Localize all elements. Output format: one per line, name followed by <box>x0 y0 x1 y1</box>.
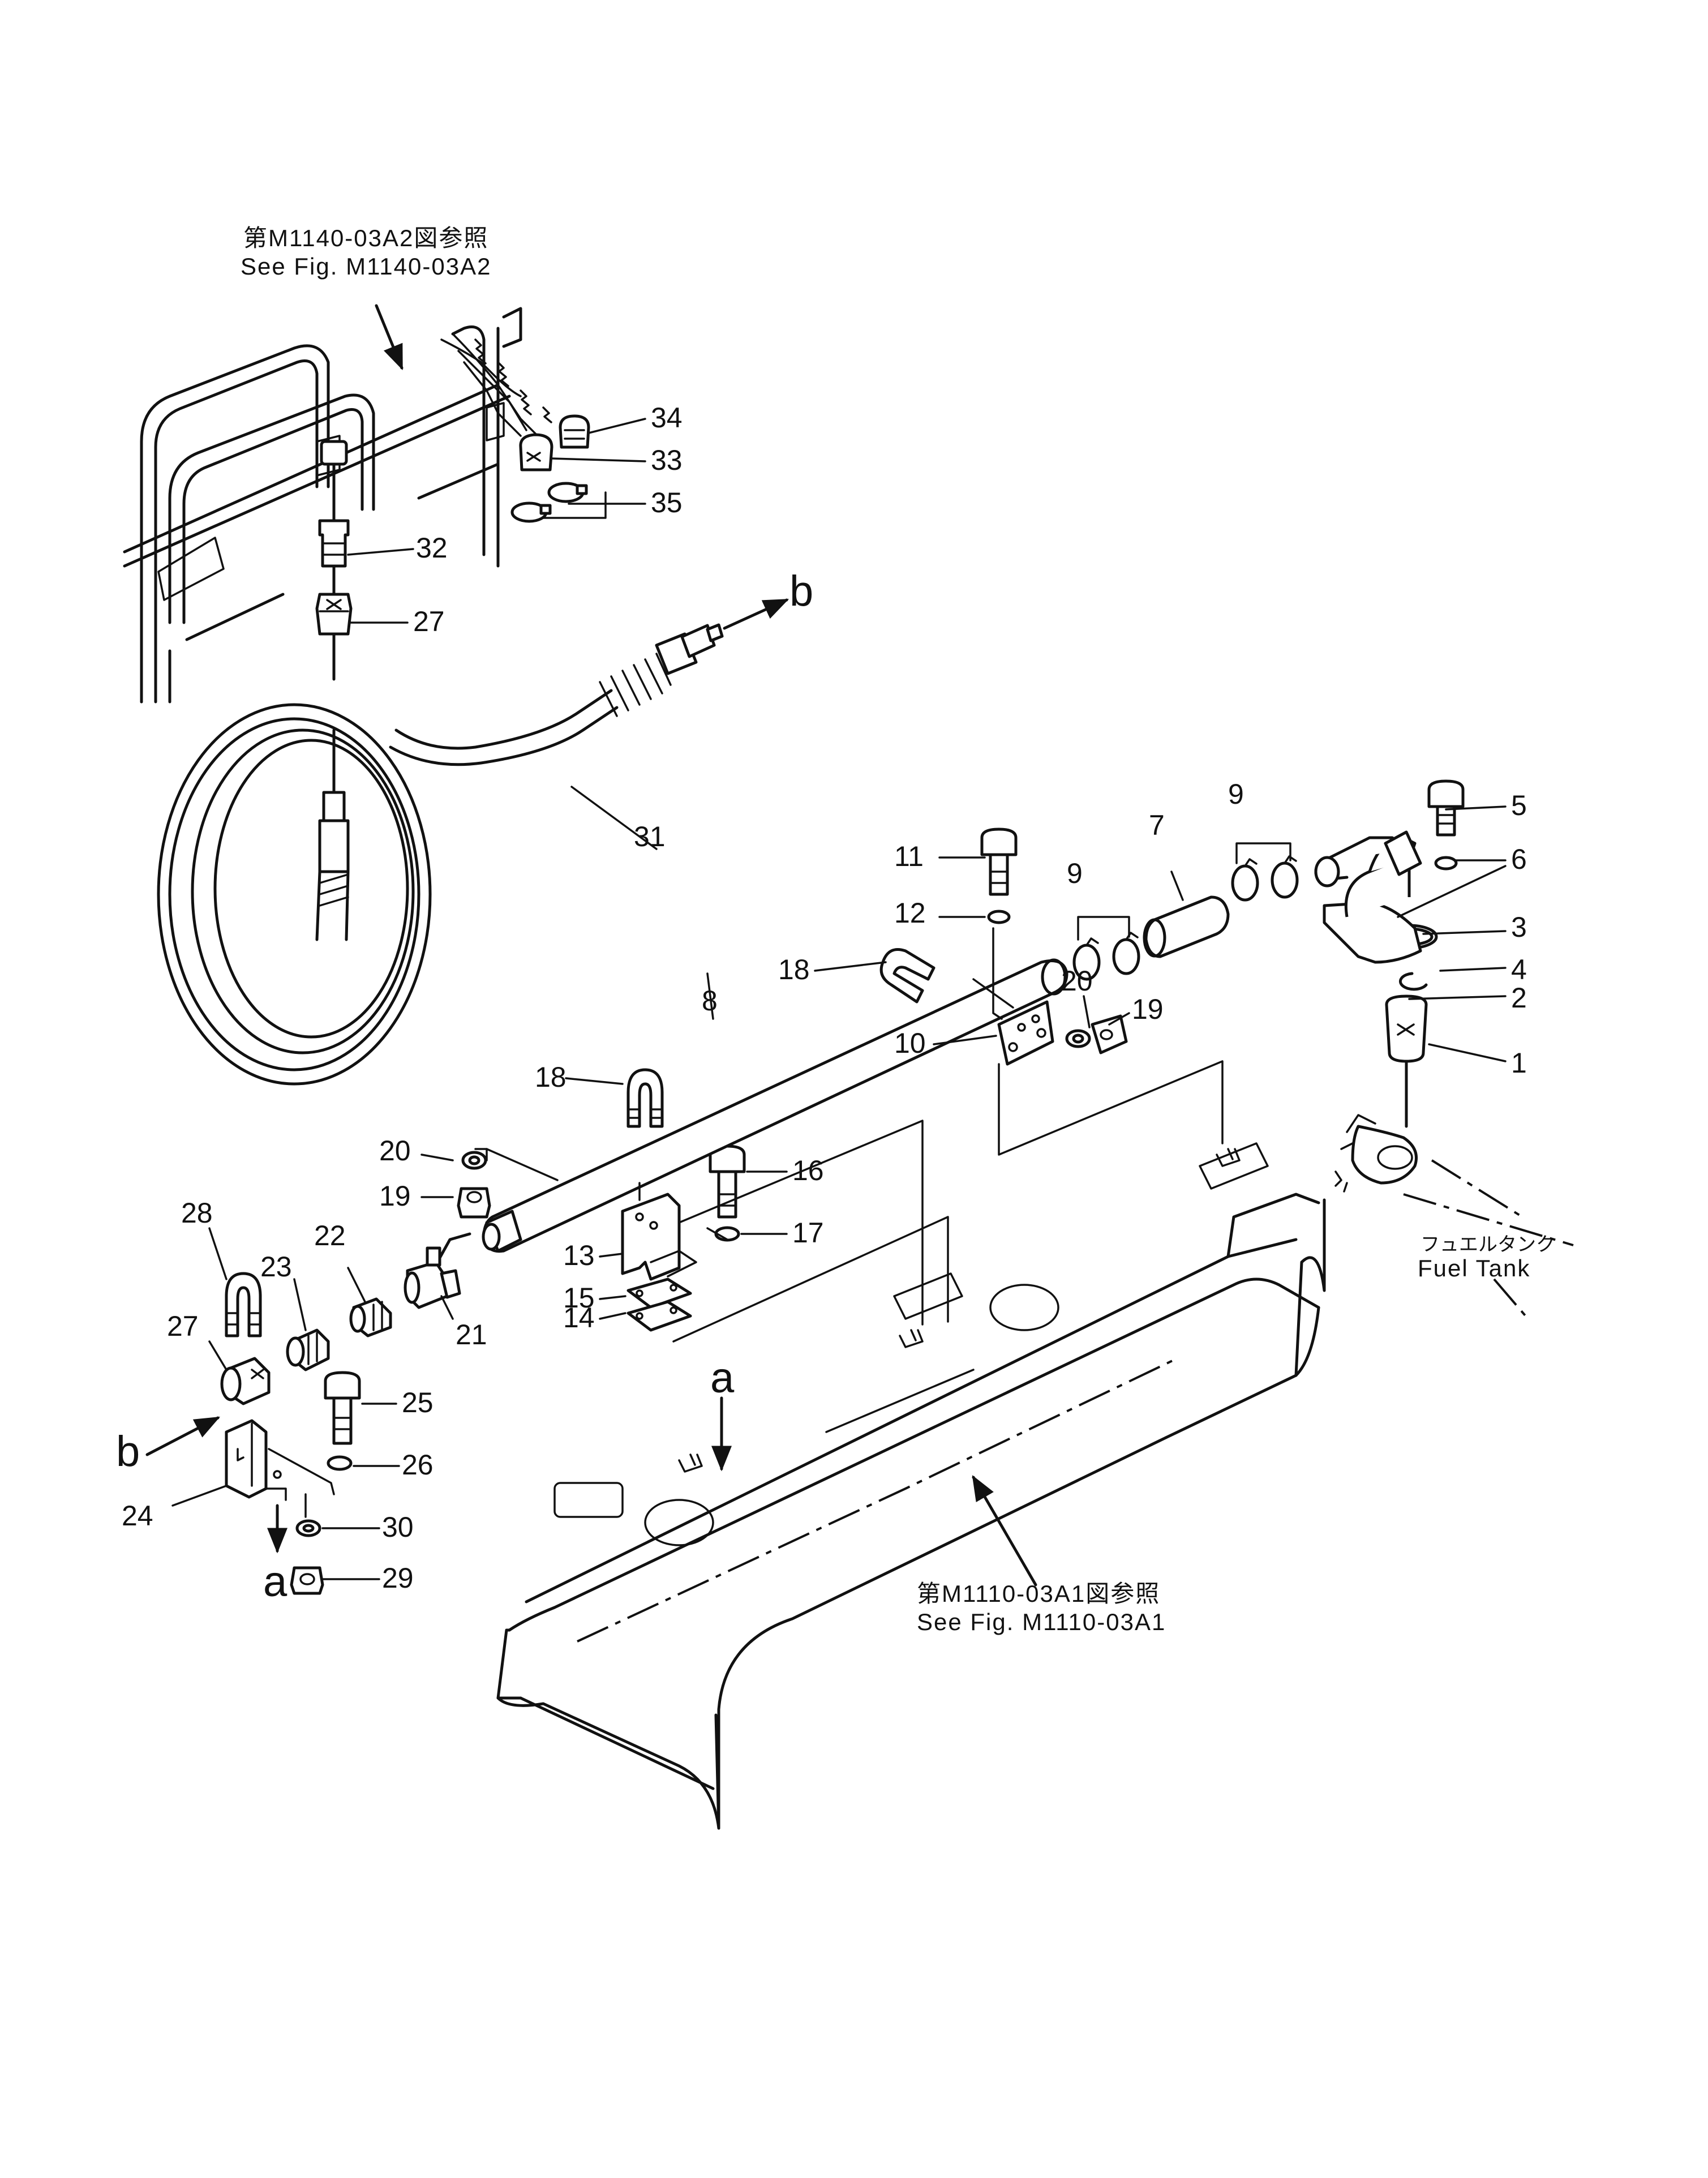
tank-bottom-dashline <box>1493 1278 1529 1320</box>
part-label-7: 7 <box>1149 809 1165 841</box>
part-label-27-lower: 27 <box>167 1310 199 1342</box>
part-label-12: 12 <box>894 897 926 929</box>
part-label-33: 33 <box>651 444 683 476</box>
nut-washer-left-drawing <box>457 1148 559 1219</box>
elbow-27-lower-drawing <box>220 1357 271 1405</box>
part-label-1: 1 <box>1511 1047 1527 1079</box>
tank-centerline <box>1403 1193 1574 1246</box>
part-label-31: 31 <box>634 821 666 852</box>
valve-21-drawing <box>404 1232 471 1309</box>
arrow-ref-bottom <box>972 1475 1037 1587</box>
hose-clips-18-drawing <box>225 948 935 1337</box>
sensor-parts-drawing <box>510 414 590 523</box>
top-reference-jp: 第M1140-03A2図参照 <box>243 225 488 251</box>
filler-neck-drawing <box>1314 779 1465 1128</box>
part-label-9-left: 9 <box>1067 858 1083 889</box>
wiring-harness <box>440 333 552 437</box>
bracket-13-drawing <box>621 1120 949 1343</box>
part-label-29: 29 <box>382 1562 414 1594</box>
part-label-3: 3 <box>1511 911 1527 943</box>
part-label-13: 13 <box>563 1240 595 1271</box>
part-label-6: 6 <box>1511 843 1527 875</box>
part-label-25: 25 <box>402 1387 434 1418</box>
part-label-11: 11 <box>894 841 924 872</box>
connector-a-top: a <box>710 1354 735 1402</box>
part-label-14: 14 <box>563 1302 595 1334</box>
bracket-10-drawing <box>972 927 1224 1156</box>
tank-edge-dashline <box>1431 1159 1524 1218</box>
part-label-24: 24 <box>122 1500 153 1532</box>
pipe-8-drawing <box>482 958 1068 1253</box>
part-label-17: 17 <box>792 1217 824 1249</box>
part-label-26: 26 <box>402 1449 434 1481</box>
part-label-21: 21 <box>456 1319 487 1350</box>
arrow-b-right <box>723 598 789 630</box>
leader-lines <box>171 418 1507 1580</box>
connector-a-left: a <box>263 1558 287 1606</box>
connector-letters: a a b b <box>116 567 813 1606</box>
lower-reference-dashline <box>577 1357 1178 1643</box>
part-label-20-right: 20 <box>1061 965 1093 997</box>
part-label-18-left: 18 <box>535 1061 567 1093</box>
part-label-9-right: 9 <box>1228 778 1244 810</box>
bottom-reference-jp: 第M1110-03A1図参照 <box>917 1580 1160 1607</box>
part-number-labels: 1 2 3 4 5 6 7 8 9 9 10 11 12 13 14 15 16… <box>122 402 1527 1594</box>
part-label-19-right: 19 <box>1132 993 1164 1025</box>
fuel-tank-label-jp: フュエルタンク <box>1421 1234 1555 1255</box>
adapter-22-drawing <box>349 1297 392 1337</box>
connector-b-left: b <box>116 1427 140 1476</box>
fitting-32-drawing <box>315 440 353 681</box>
part-label-30: 30 <box>382 1511 414 1543</box>
part-label-15: 15 <box>563 1282 595 1314</box>
clamps-and-hose-drawing <box>1072 855 1299 981</box>
part-label-20-left: 20 <box>379 1135 411 1167</box>
bracket-24-drawing <box>225 1419 335 1501</box>
part-label-18-right: 18 <box>778 954 810 985</box>
hose-31-drawing <box>157 623 724 1086</box>
bottom-reference-en: See Fig. M1110-03A1 <box>917 1609 1166 1635</box>
part-label-27-upper: 27 <box>413 606 445 637</box>
top-reference-en: See Fig. M1140-03A2 <box>241 253 491 280</box>
arrow-ref-top <box>375 304 404 371</box>
part-label-23: 23 <box>260 1251 292 1283</box>
cab-frame-drawing <box>123 307 522 704</box>
part-label-32: 32 <box>416 532 448 564</box>
connector-b-right: b <box>789 567 813 615</box>
part-label-34: 34 <box>651 402 683 434</box>
arrow-b-left <box>145 1416 220 1456</box>
part-label-8: 8 <box>702 985 718 1017</box>
reference-texts: 第M1140-03A2図参照 See Fig. M1140-03A2 第M111… <box>241 225 1555 1635</box>
fuel-tank-drawing <box>496 1114 1418 1830</box>
part-label-10: 10 <box>894 1027 926 1059</box>
adapter-23-drawing <box>286 1328 330 1371</box>
part-label-22: 22 <box>314 1220 346 1251</box>
part-label-19-left: 19 <box>379 1180 411 1212</box>
fuel-tank-label-en: Fuel Tank <box>1418 1255 1530 1281</box>
part-label-28: 28 <box>181 1197 213 1229</box>
part-label-2: 2 <box>1511 982 1527 1014</box>
part-label-16: 16 <box>792 1155 824 1186</box>
part-label-4: 4 <box>1511 954 1527 985</box>
part-label-35: 35 <box>651 487 683 518</box>
nut-29-washer-30-drawing <box>290 1493 324 1595</box>
part-label-5: 5 <box>1511 790 1527 821</box>
